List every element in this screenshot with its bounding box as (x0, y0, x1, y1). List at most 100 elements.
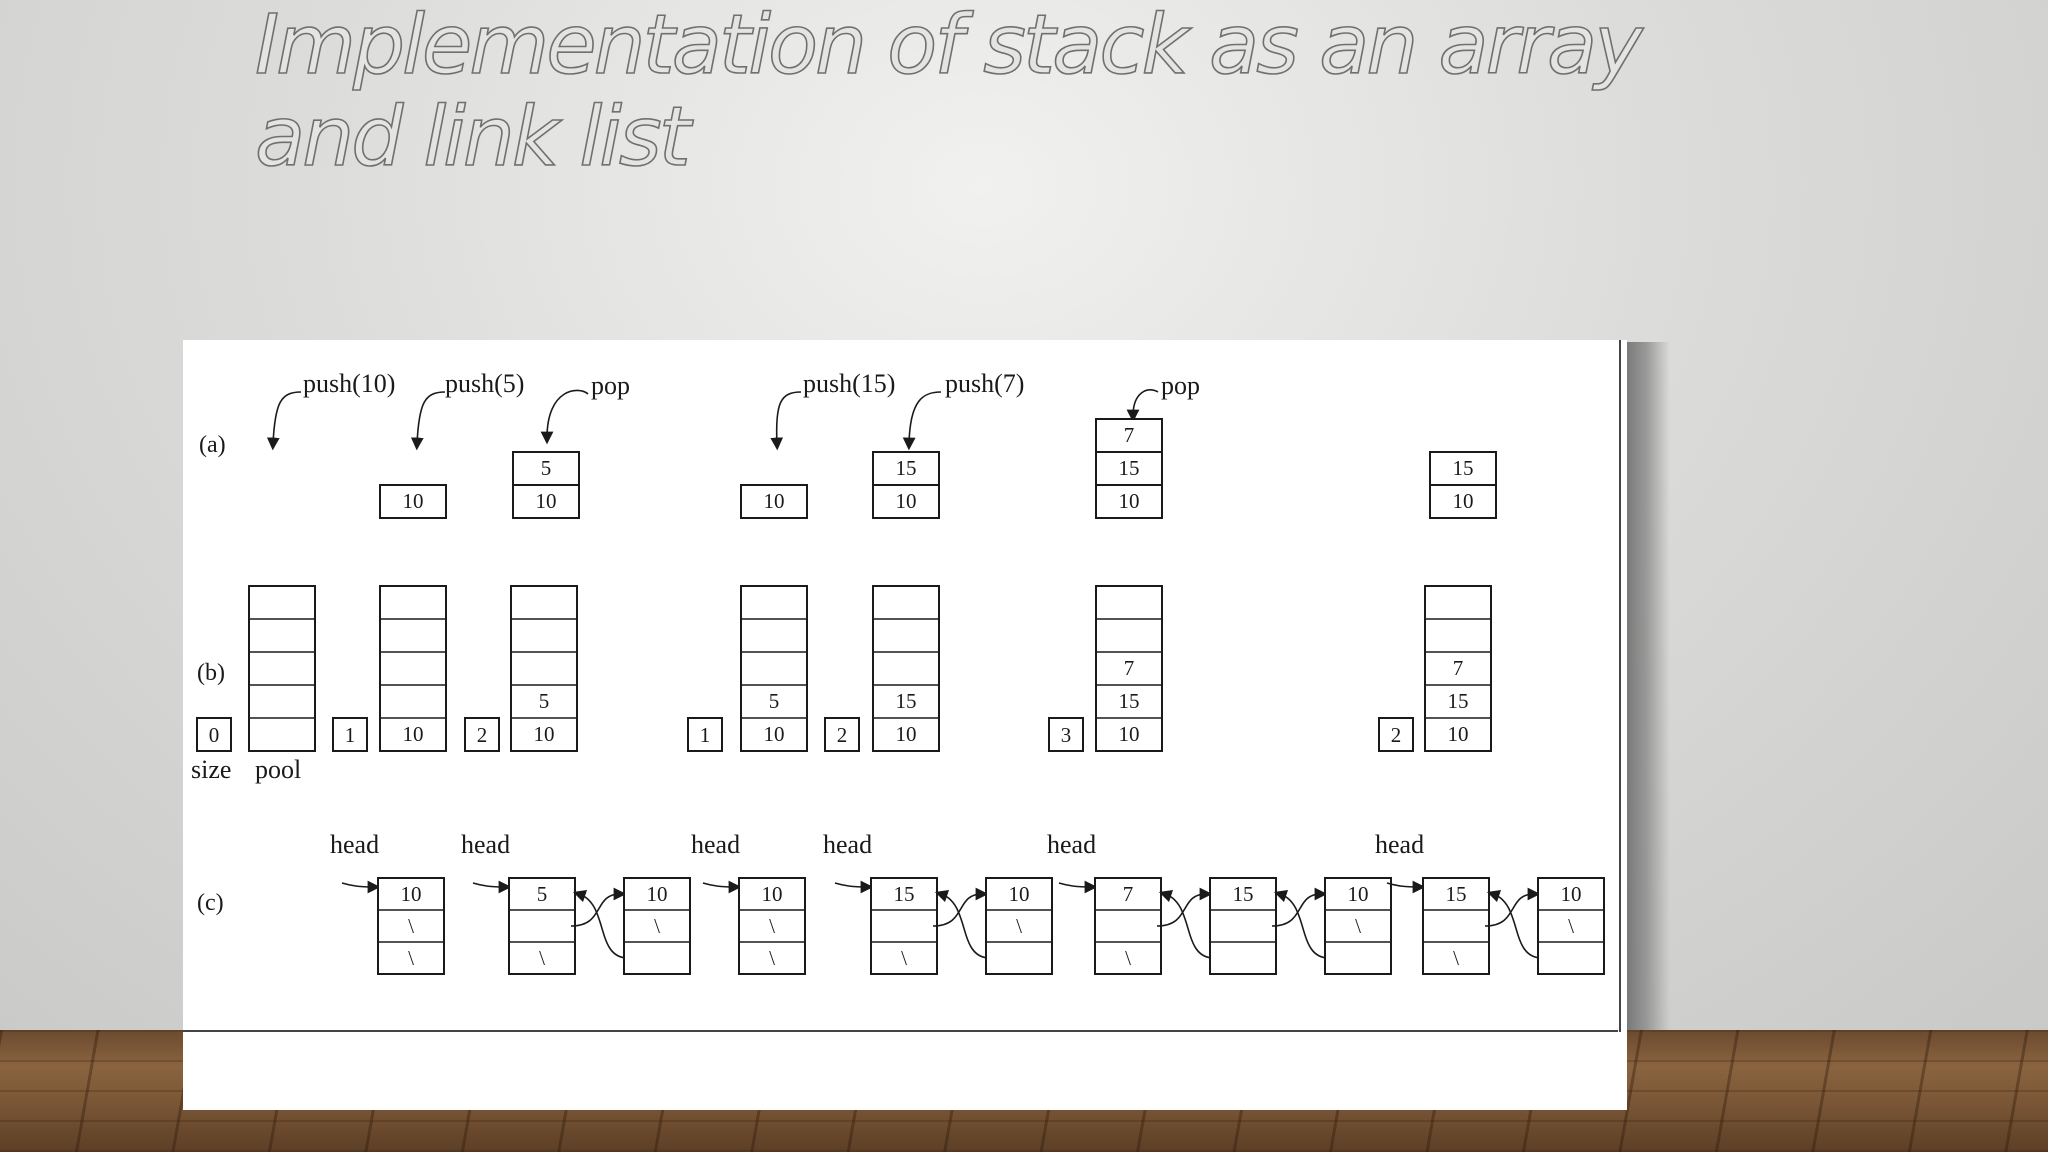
list-node-value: 10 (1009, 882, 1030, 906)
array-size-box (1048, 717, 1084, 752)
op-label-push-7: push(7) (945, 369, 1024, 398)
array-pool (872, 585, 940, 752)
head-pointer-arrow (341, 880, 381, 894)
array-size-value: 3 (1061, 723, 1072, 747)
array-pool-value: 5 (769, 689, 780, 713)
list-node-value: 7 (1123, 882, 1134, 906)
list-node-value: 15 (1446, 882, 1467, 906)
array-pool (1095, 585, 1163, 752)
list-node-value: 10 (647, 882, 668, 906)
list-node-null-prev: \ (539, 946, 545, 970)
array-size-box (824, 717, 860, 752)
list-node-value: 10 (1561, 882, 1582, 906)
list-prev-link (1486, 889, 1543, 959)
stack-implementation-diagram: (a) (b) (c) push(10) push(5) pop push(15… (191, 369, 1605, 975)
row-label-a: (a) (199, 432, 226, 458)
list-node-null-prev: \ (1453, 946, 1459, 970)
op-label-pop-1: pop (591, 371, 630, 400)
head-pointer-label: head (1375, 830, 1424, 859)
list-next-link (1156, 887, 1213, 927)
array-pool-value: 7 (1124, 656, 1135, 680)
list-prev-link (572, 889, 629, 959)
head-pointer-arrow (1386, 880, 1426, 894)
list-node-null-next: \ (769, 914, 775, 938)
list-node-null-prev: \ (901, 946, 907, 970)
array-pool (740, 585, 808, 752)
array-pool-value: 5 (539, 689, 550, 713)
head-pointer-label: head (691, 830, 740, 859)
op-label-push-5: push(5) (445, 369, 524, 398)
abstract-stack-cell (740, 484, 808, 519)
list-node (1094, 877, 1162, 975)
list-node (508, 877, 576, 975)
list-node (377, 877, 445, 975)
abstract-stack-cell (872, 451, 940, 486)
list-node-value: 5 (537, 882, 548, 906)
list-node-null-prev: \ (408, 946, 414, 970)
list-node-value: 10 (1348, 882, 1369, 906)
abstract-stack-cell (512, 484, 580, 519)
array-size-box (196, 717, 232, 752)
list-node (1422, 877, 1490, 975)
array-size-value: 2 (477, 723, 488, 747)
list-node (738, 877, 806, 975)
op-label-push-10: push(10) (303, 369, 395, 398)
list-node-null-next: \ (1016, 914, 1022, 938)
list-node-value: 10 (401, 882, 422, 906)
list-node (985, 877, 1053, 975)
array-pool-value: 15 (1448, 689, 1469, 713)
abstract-stack-value: 10 (536, 489, 557, 513)
array-pool (1424, 585, 1492, 752)
head-pointer-label: head (1047, 830, 1096, 859)
abstract-stack-value: 10 (1119, 489, 1140, 513)
head-pointer-label: head (461, 830, 510, 859)
list-node-null-next: \ (1355, 914, 1361, 938)
array-size-box (1378, 717, 1414, 752)
head-pointer-label: head (330, 830, 379, 859)
array-pool-value: 10 (534, 722, 555, 746)
list-node-null-prev: \ (769, 946, 775, 970)
op-label-pop-2: pop (1161, 371, 1200, 400)
list-node-null-next: \ (408, 914, 414, 938)
list-node (1324, 877, 1392, 975)
array-pool (379, 585, 447, 752)
abstract-stack-value: 10 (1453, 489, 1474, 513)
list-next-link (570, 887, 627, 927)
head-pointer-arrow (834, 880, 874, 894)
abstract-stack-value: 10 (403, 489, 424, 513)
abstract-stack-value: 15 (1453, 456, 1474, 480)
abstract-stack-cell (512, 451, 580, 486)
head-pointer-arrow (1058, 880, 1098, 894)
list-node-value: 15 (1233, 882, 1254, 906)
array-size-box (687, 717, 723, 752)
array-pool-value: 10 (403, 722, 424, 746)
array-pool (248, 585, 316, 752)
abstract-stack-cell (1429, 451, 1497, 486)
list-node-value: 15 (894, 882, 915, 906)
abstract-stack-cell (1095, 418, 1163, 453)
abstract-stack-value: 15 (1119, 456, 1140, 480)
abstract-stack-value: 5 (541, 456, 552, 480)
head-pointer-arrow (702, 880, 742, 894)
arrow-pop-2 (1126, 389, 1159, 423)
slide-title: Implementation of stack as an array and … (254, 0, 1643, 185)
op-label-push-15: push(15) (803, 369, 895, 398)
list-prev-link (1273, 889, 1330, 959)
list-node-null-next: \ (654, 914, 660, 938)
head-pointer-label: head (823, 830, 872, 859)
abstract-stack-cell (1429, 484, 1497, 519)
array-pool-value: 10 (1448, 722, 1469, 746)
abstract-stack-value: 10 (764, 489, 785, 513)
array-pool-value: 10 (764, 722, 785, 746)
list-node (1537, 877, 1605, 975)
array-pool-value: 10 (896, 722, 917, 746)
array-pool-label: pool (255, 755, 301, 784)
array-pool (510, 585, 578, 752)
array-size-box (332, 717, 368, 752)
list-node-value: 10 (762, 882, 783, 906)
list-next-link (932, 887, 989, 927)
abstract-stack-cell (1095, 484, 1163, 519)
array-size-value: 2 (837, 723, 848, 747)
array-size-value: 1 (700, 723, 711, 747)
array-size-box (464, 717, 500, 752)
